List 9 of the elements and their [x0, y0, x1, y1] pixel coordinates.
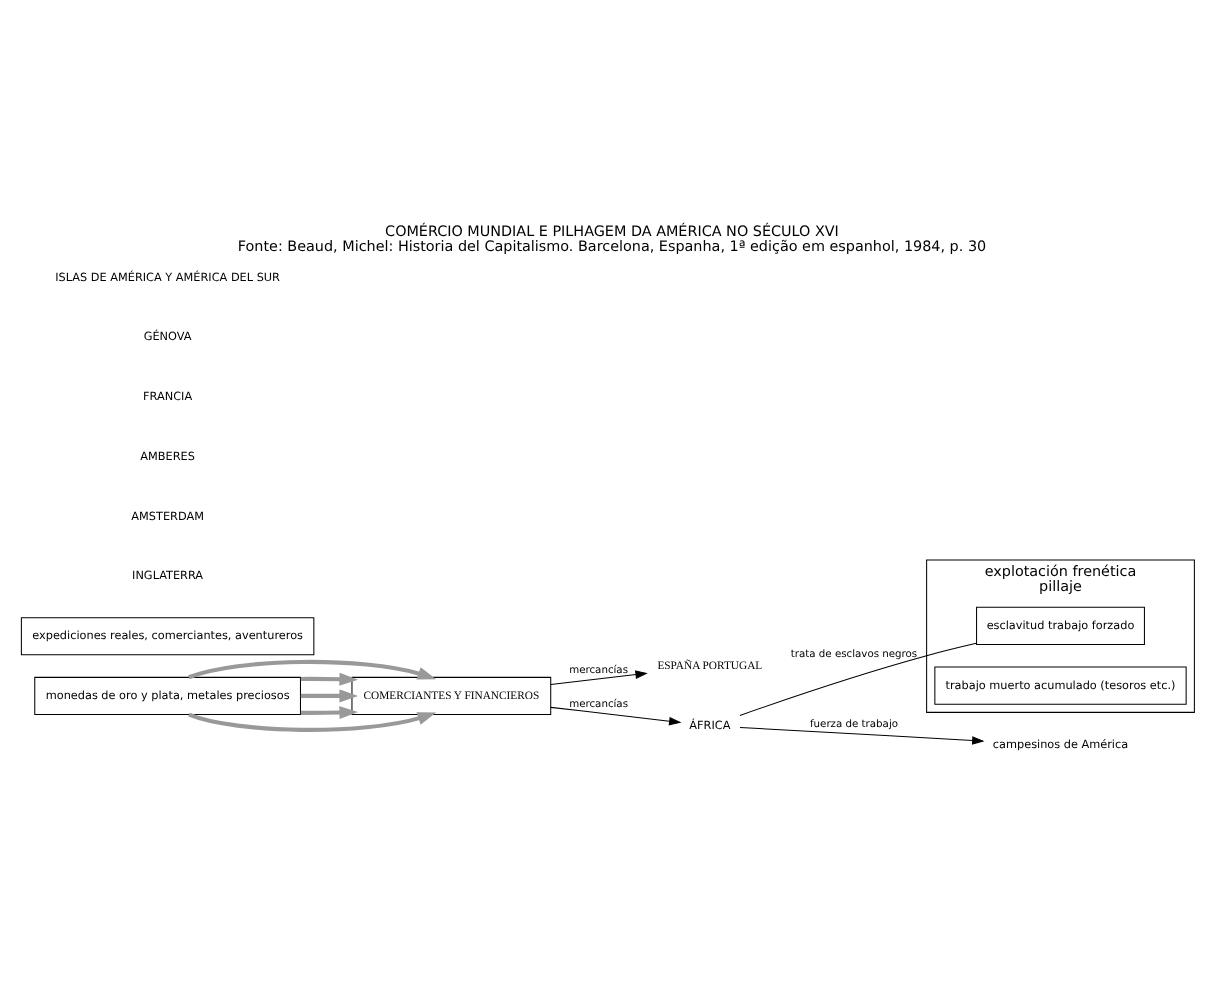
- arrow: [739, 725, 985, 744]
- arrow: [300, 705, 358, 719]
- arrow: [550, 669, 648, 684]
- arrow: [550, 705, 682, 725]
- arrow: [300, 671, 358, 685]
- arrow: [188, 711, 437, 731]
- arrow: [188, 658, 437, 679]
- connector: [739, 641, 977, 715]
- arrow: [300, 688, 358, 702]
